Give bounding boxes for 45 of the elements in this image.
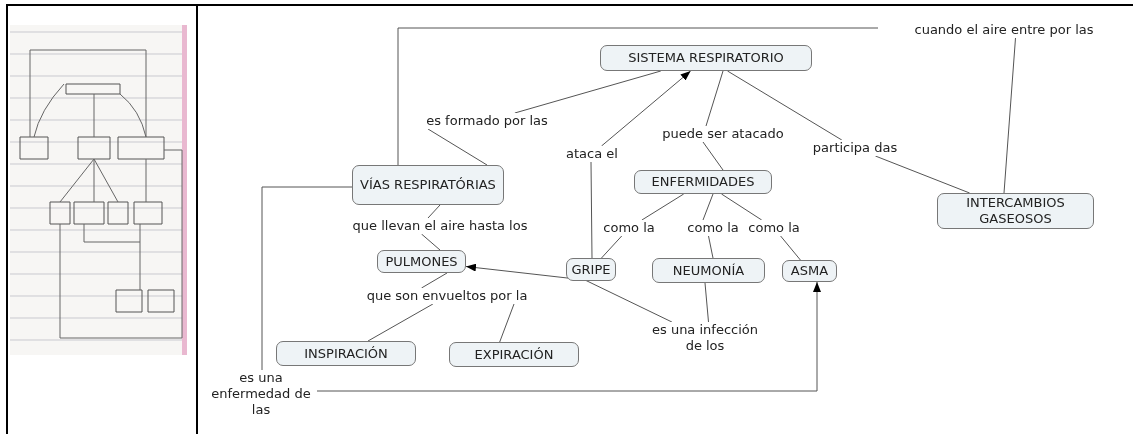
concept-box — [652, 258, 765, 283]
connector-line — [499, 303, 515, 343]
connector-line — [590, 161, 593, 259]
connector-line — [367, 303, 434, 342]
connector-line — [397, 27, 879, 166]
concept-box — [566, 258, 616, 281]
concept-label: EXPIRACIÓN — [474, 346, 554, 363]
concept-box — [276, 341, 416, 366]
concept-label: PULMONES — [385, 253, 458, 270]
connector-line — [1003, 37, 1016, 194]
concept-box — [352, 165, 504, 205]
connector-line — [601, 235, 623, 259]
connector-line — [702, 141, 724, 171]
connector-line — [780, 235, 801, 261]
connector-line — [421, 233, 441, 251]
connector-line — [727, 70, 843, 141]
concept-label: INTERCAMBIOS GASEOSOS — [965, 195, 1066, 227]
arrow — [465, 263, 673, 323]
concept-label: GRIPE — [571, 261, 611, 278]
connector-line — [705, 70, 724, 127]
connector-line — [708, 235, 714, 259]
concept-box — [634, 170, 772, 194]
connector-line — [261, 186, 353, 371]
connector-line — [721, 193, 763, 221]
connector-line — [514, 70, 662, 114]
connector-line — [427, 204, 441, 219]
concept-label: INSPIRACIÓN — [304, 345, 388, 362]
concept-box — [937, 193, 1094, 229]
arrow — [601, 70, 692, 147]
connector-line — [641, 193, 685, 221]
connector-line — [874, 155, 971, 194]
connector-line — [702, 193, 714, 221]
connector-line — [421, 272, 448, 289]
concept-label: SISTEMA RESPIRATORIO — [628, 50, 784, 66]
connector-line — [427, 128, 488, 166]
concept-box — [782, 260, 837, 282]
concept-box — [377, 250, 466, 273]
concept-box — [600, 45, 812, 71]
arrow — [316, 281, 821, 392]
concept-label: NEUMONÍA — [672, 262, 745, 279]
concept-label: ASMA — [790, 263, 829, 279]
concept-box — [449, 342, 579, 367]
concept-label: ENFERMIDADES — [651, 174, 755, 190]
concept-label: VÍAS RESPIRATÓRIAS — [360, 177, 496, 193]
connector-line — [704, 282, 709, 323]
